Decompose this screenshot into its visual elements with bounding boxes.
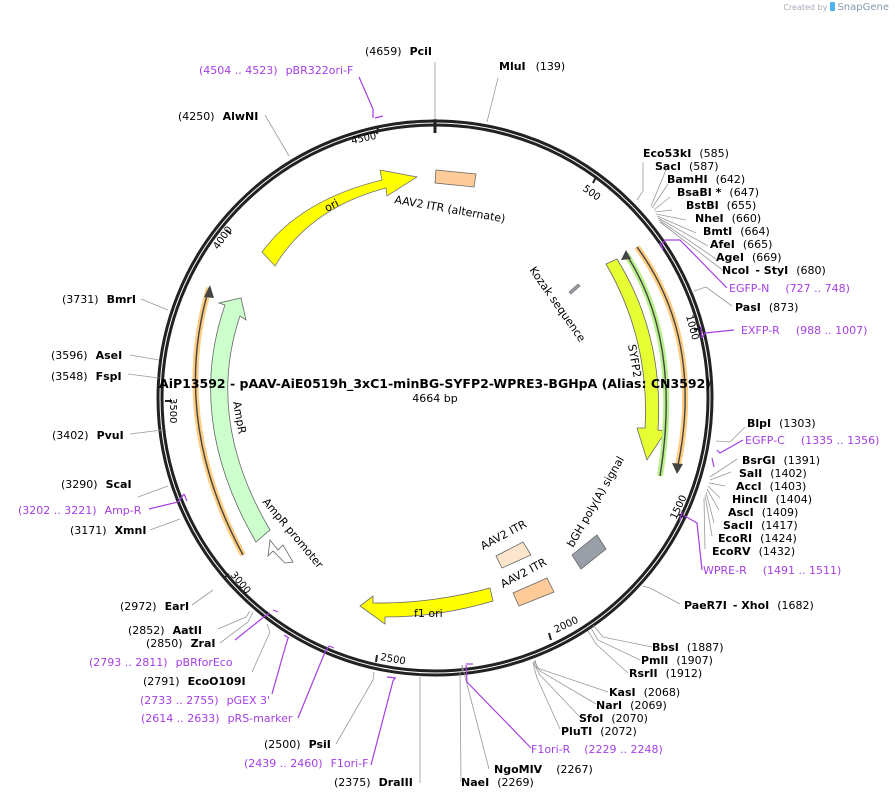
enzyme-agei[interactable]: AgeI(669) [716,251,782,264]
enzyme-pcii[interactable]: (4659)PciI [365,45,432,58]
primer-f1ori-f[interactable]: (2439 .. 2460)F1ori-F [244,757,369,770]
credit-brand: SnapGene [837,2,889,13]
ampr-label: AmpR [230,400,249,435]
primer-wpre-r[interactable]: WPRE-R(1491 .. 1511) [703,564,841,577]
primer-pbr322ori-f[interactable]: (4504 .. 4523)pBR322ori-F [199,64,353,77]
enzyme-scai[interactable]: (3290)ScaI [61,478,132,491]
feature-f1-ori[interactable]: f1 ori [359,587,494,625]
primer-prs-marker[interactable]: (2614 .. 2633)pRS-marker [141,712,293,725]
enzyme-asei[interactable]: (3596)AseI [51,349,122,362]
enzyme-bmti[interactable]: BmtI(664) [703,225,770,238]
enzyme-bsabi[interactable]: BsaBI *(647) [677,186,759,199]
backbone [156,119,714,677]
enzyme-mlui[interactable]: MluI(139) [499,60,565,73]
enzyme-pluti[interactable]: PluTI(2072) [561,725,637,738]
tick-1000: 1000 [683,314,700,341]
primer-egfp-c[interactable]: EGFP-C(1335 .. 1356) [745,434,879,447]
enzyme-nari[interactable]: NarI(2069) [596,699,667,712]
enzyme-nhei[interactable]: NheI(660) [695,212,761,225]
enzyme-ncoi-styi[interactable]: NcoI- StyI(680) [722,264,826,277]
orf-orange-right [634,245,689,474]
feature-ampr-promoter[interactable]: AmpR promoter [260,496,326,572]
enzyme-labels: (4659)PciI MluI(139) (4250)AlwNI Eco53kI… [51,45,826,789]
enzyme-afei[interactable]: AfeI(665) [710,238,772,251]
enzyme-bsrgi[interactable]: BsrGI(1391) [742,454,820,467]
feature-itr-1[interactable]: AAV2 ITR [478,517,532,569]
tick-500: 500 [580,183,602,203]
tick-2500: 2500 [379,652,406,667]
tick-4500: 4500 [350,131,377,147]
tick-3500: 3500 [167,398,178,423]
syfp2-label: SYFP2 [625,343,644,378]
enzyme-naei[interactable]: NaeI(2269) [461,776,534,789]
snapgene-credit: Created by SnapGene [783,2,889,13]
primer-f1ori-r[interactable]: F1ori-R(2229 .. 2248) [531,743,663,756]
enzyme-ngomiv[interactable]: NgoMIV(2267) [494,763,593,776]
enzyme-alwni[interactable]: (4250)AlwNI [178,110,258,123]
enzyme-sacii[interactable]: SacII(1417) [723,519,798,532]
enzyme-blpi[interactable]: BlpI(1303) [747,417,816,430]
primer-labels: (4504 .. 4523)pBR322ori-F EGFP-N(727 .. … [18,64,879,770]
orf-green [621,250,670,477]
enzyme-bamhi[interactable]: BamHI(642) [667,173,745,186]
enzyme-draiii[interactable]: (2375)DraIII [334,776,413,789]
plasmid-title: AiP13592 - pAAV-AiE0519h_3xC1-minBG-SYFP… [159,376,711,392]
enzyme-saci[interactable]: SacI(587) [655,160,719,173]
enzyme-sfoi[interactable]: SfoI(2070) [579,712,648,725]
enzyme-ecorv[interactable]: EcoRV(1432) [712,545,795,558]
enzyme-bbsi[interactable]: BbsI(1887) [652,641,723,654]
enzyme-aatii[interactable]: (2852)AatII [128,624,202,637]
enzyme-pvui[interactable]: (3402)PvuI [52,429,124,442]
enzyme-paer7i-xhoi[interactable]: PaeR7I- XhoI(1682) [684,599,814,612]
feature-ampr[interactable]: AmpR [210,297,271,543]
ampr-promoter-label: AmpR promoter [260,496,326,572]
snapgene-logo-icon [829,2,835,11]
bgh-label: bGH poly(A) signal [564,454,627,549]
tick-3000: 3000 [228,570,253,597]
enzyme-asci[interactable]: AscI(1409) [728,506,798,519]
enzyme-rsrii[interactable]: RsrII(1912) [629,667,702,680]
feature-ori[interactable]: ori [261,169,419,267]
f1-ori-label: f1 ori [414,607,443,620]
primer-egfp-n[interactable]: EGFP-N(727 .. 748) [729,282,850,295]
primer-pbrforeco[interactable]: (2793 .. 2811)pBRforEco [89,656,233,669]
enzyme-acci[interactable]: AccI(1403) [736,480,806,493]
kozak-label: Kozak sequence [527,264,589,344]
enzyme-leader-lines [127,62,746,783]
enzyme-pasi[interactable]: PasI(873) [735,301,798,314]
primer-exfp-r[interactable]: EXFP-R(988 .. 1007) [741,324,867,337]
credit-prefix: Created by [783,3,828,12]
enzyme-sali[interactable]: SalI(1402) [739,467,807,480]
ori-label: ori [322,196,341,214]
feature-bgh-polya[interactable]: bGH poly(A) signal [564,454,627,570]
itr-alt-label: AAV2 ITR (alternate) [393,193,506,225]
enzyme-zrai[interactable]: (2850)ZraI [146,637,216,650]
feature-syfp2[interactable]: SYFP2 [605,258,667,461]
enzyme-bstbi[interactable]: BstBI(655) [686,199,756,212]
enzyme-xmni[interactable]: (3171)XmnI [70,524,146,537]
orf-orange-left [192,285,246,557]
enzyme-eco53ki[interactable]: Eco53kI(585) [643,147,729,160]
enzyme-bmri[interactable]: (3731)BmrI [62,293,136,306]
enzyme-eco0109i[interactable]: (2791)EcoO109I [143,675,246,688]
enzyme-fspi[interactable]: (3548)FspI [51,370,122,383]
primer-amp-r[interactable]: (3202 .. 3221)Amp-R [18,504,142,517]
primer-pgex-3[interactable]: (2733 .. 2755)pGEX 3' [140,694,270,707]
enzyme-kasi[interactable]: KasI(2068) [609,686,680,699]
feature-kozak[interactable]: Kozak sequence [527,264,589,344]
enzyme-ecori[interactable]: EcoRI(1424) [718,532,797,545]
enzyme-eari[interactable]: (2972)EarI [120,600,189,613]
primer-marks [148,76,744,766]
enzyme-hincii[interactable]: HincII(1404) [732,493,812,506]
enzyme-pmli[interactable]: PmlI(1907) [641,654,713,667]
enzyme-psii[interactable]: (2500)PsiI [264,738,331,751]
plasmid-length: 4664 bp [412,392,457,405]
